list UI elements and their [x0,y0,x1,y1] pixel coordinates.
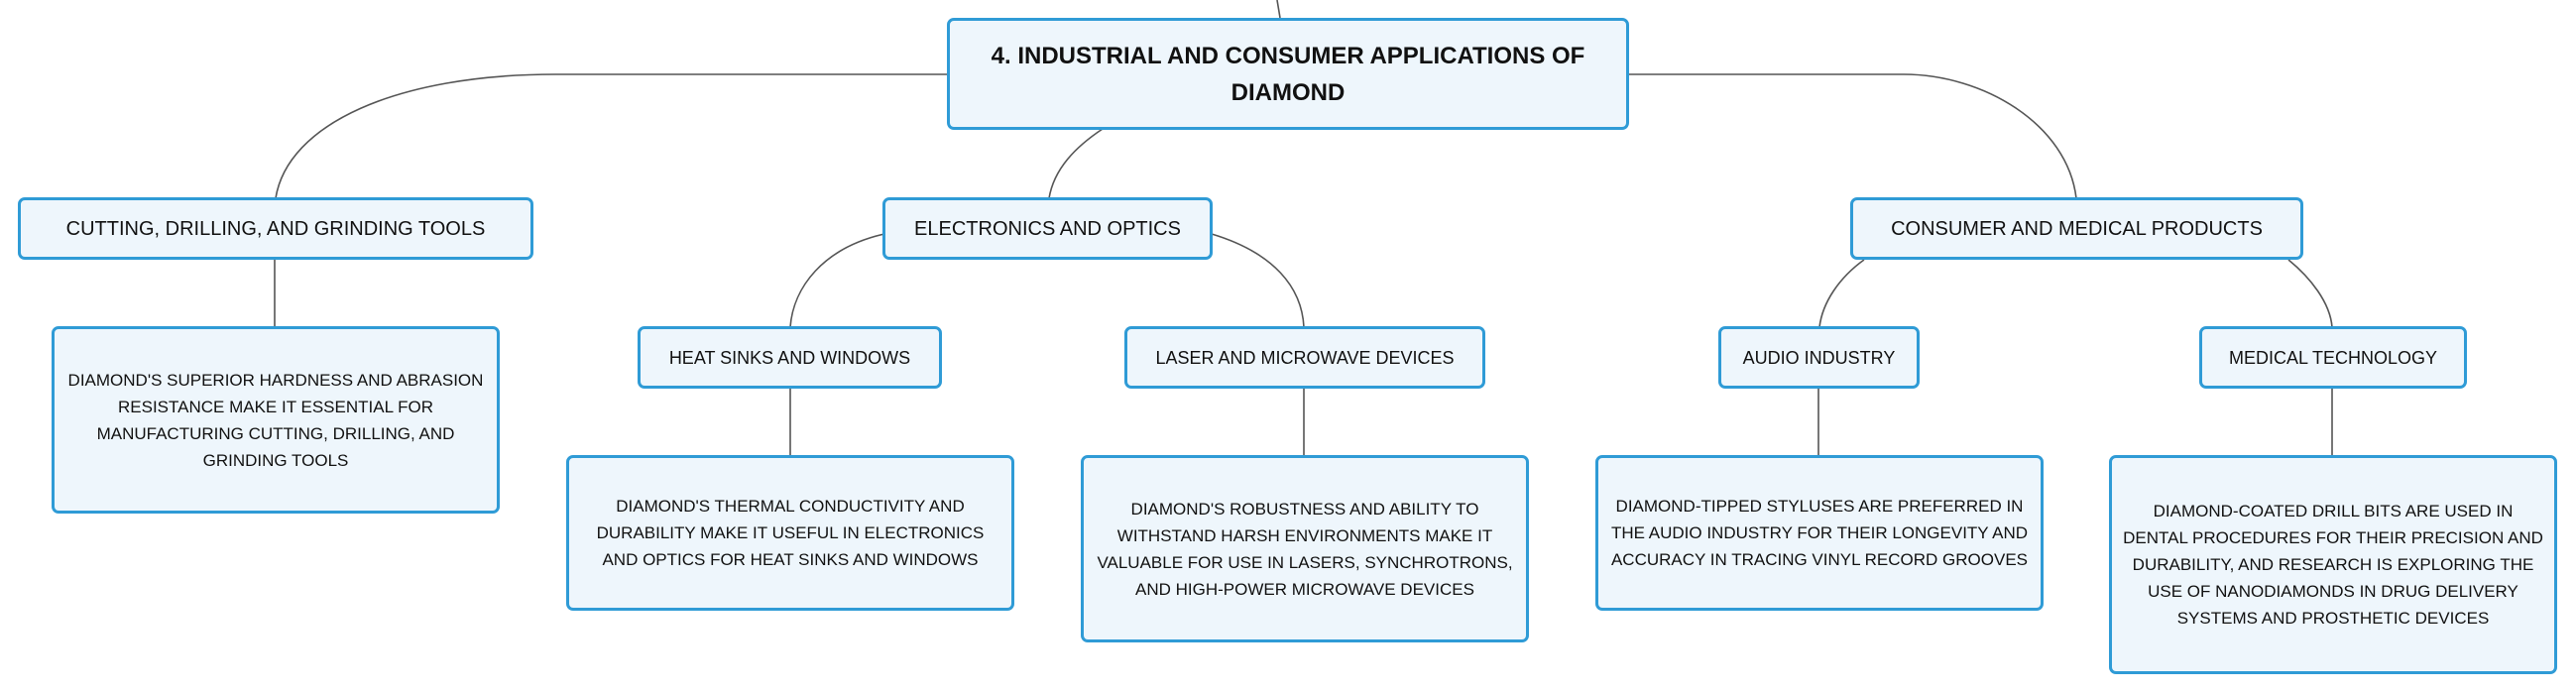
connector-consumer-to-audio [1818,259,1865,328]
detail-medical-technology[interactable]: DIAMOND-COATED DRILL BITS ARE USED IN DE… [2109,455,2557,674]
connector-root-to-cutting [275,73,950,199]
detail-heat-sinks-text: DIAMOND'S THERMAL CONDUCTIVITY AND DURAB… [596,497,985,569]
connector-root-to-consumer [1626,73,2077,199]
subtopic-laser-microwave-label: LASER AND MICROWAVE DEVICES [1155,347,1455,368]
subtopic-medical-technology-label: MEDICAL TECHNOLOGY [2228,347,2438,368]
detail-cutting-tools-text: DIAMOND'S SUPERIOR HARDNESS AND ABRASION… [67,370,484,470]
detail-laser-microwave[interactable]: DIAMOND'S ROBUSTNESS AND ABILITY TO WITH… [1081,455,1529,642]
subtopic-audio-industry[interactable]: AUDIO INDUSTRY [1718,326,1920,389]
connector-electronics-to-laser [1211,233,1305,328]
topic-consumer-medical-label: CONSUMER AND MEDICAL PRODUCTS [1891,217,2263,240]
root-node[interactable]: 4. INDUSTRIAL AND CONSUMER APPLICATIONS … [947,18,1629,130]
topic-electronics-optics[interactable]: ELECTRONICS AND OPTICS [882,197,1213,260]
topic-consumer-medical[interactable]: CONSUMER AND MEDICAL PRODUCTS [1850,197,2303,260]
subtopic-laser-microwave[interactable]: LASER AND MICROWAVE DEVICES [1124,326,1485,389]
connector-root-parent [1276,0,1281,19]
detail-cutting-tools[interactable]: DIAMOND'S SUPERIOR HARDNESS AND ABRASION… [52,326,500,514]
detail-laser-microwave-text: DIAMOND'S ROBUSTNESS AND ABILITY TO WITH… [1097,499,1513,599]
subtopic-heat-sinks[interactable]: HEAT SINKS AND WINDOWS [638,326,942,389]
detail-audio-industry-text: DIAMOND-TIPPED STYLUSES ARE PREFERRED IN… [1610,497,2029,569]
subtopic-medical-technology[interactable]: MEDICAL TECHNOLOGY [2199,326,2467,389]
detail-audio-industry[interactable]: DIAMOND-TIPPED STYLUSES ARE PREFERRED IN… [1595,455,2044,611]
connector-electronics-to-heatsinks [789,233,885,328]
topic-cutting-tools-label: CUTTING, DRILLING, AND GRINDING TOOLS [65,217,486,240]
connector-consumer-to-medical [2287,259,2333,328]
topic-cutting-tools[interactable]: CUTTING, DRILLING, AND GRINDING TOOLS [18,197,533,260]
detail-medical-technology-text: DIAMOND-COATED DRILL BITS ARE USED IN DE… [2123,502,2543,628]
topic-electronics-optics-label: ELECTRONICS AND OPTICS [914,217,1181,240]
root-label: 4. INDUSTRIAL AND CONSUMER APPLICATIONS … [991,42,1585,106]
connector-root-to-electronics [1048,128,1104,199]
subtopic-heat-sinks-label: HEAT SINKS AND WINDOWS [668,347,911,368]
detail-heat-sinks[interactable]: DIAMOND'S THERMAL CONDUCTIVITY AND DURAB… [566,455,1014,611]
subtopic-audio-industry-label: AUDIO INDUSTRY [1742,347,1896,368]
